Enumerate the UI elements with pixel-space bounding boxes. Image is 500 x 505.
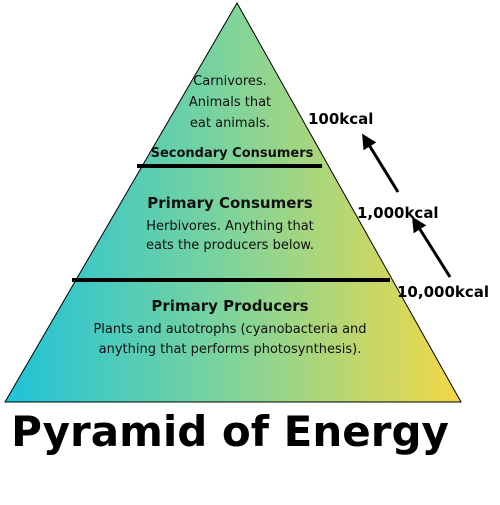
pyramid-triangle <box>4 1 462 403</box>
primary-consumers-label: Primary Consumers <box>147 194 312 212</box>
energy-bottom-label: 10,000kcal <box>397 283 489 301</box>
primary-consumers-desc-line-2: eats the producers below. <box>146 238 314 253</box>
diagram-title: Pyramid of Energy <box>11 407 449 456</box>
primary-producers-desc-line-2: anything that performs photosynthesis). <box>99 342 362 357</box>
carnivores-label: Carnivores. <box>193 74 267 89</box>
energy-middle-label: 1,000kcal <box>357 204 439 222</box>
primary-consumers-desc-line-1: Herbivores. Anything that <box>146 219 314 234</box>
carnivores-desc-line-1: Animals that <box>189 95 271 110</box>
primary-producers-label: Primary Producers <box>151 297 308 315</box>
arrow-up-icon <box>412 216 452 278</box>
energy-top-label: 100kcal <box>308 110 373 128</box>
arrow-up-icon <box>362 133 400 193</box>
primary-producers-desc-line-1: Plants and autotrophs (cyanobacteria and <box>93 322 366 337</box>
carnivores-desc-line-2: eat animals. <box>190 116 270 131</box>
secondary-consumers-label: Secondary Consumers <box>151 146 314 161</box>
